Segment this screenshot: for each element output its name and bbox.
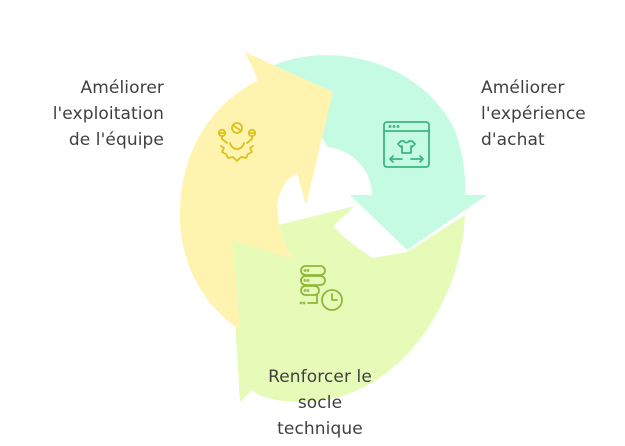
label-line: Améliorer: [80, 78, 164, 98]
label-line: l'expérience: [481, 104, 586, 124]
server-clock-icon: [299, 265, 343, 311]
label-line: socle: [297, 393, 343, 413]
arrow-yellow: [179, 52, 333, 330]
label-line: Renforcer le: [268, 367, 372, 387]
label-line: technique: [277, 419, 363, 439]
step-label-shopping: Améliorer l'expérience d'achat: [481, 75, 621, 153]
label-line: d'achat: [481, 130, 545, 150]
team-gear-icon: [217, 122, 257, 162]
browser-tshirt-icon: [383, 121, 430, 168]
step-label-technical: Renforcer le socle technique: [240, 364, 400, 442]
label-line: Améliorer: [481, 78, 565, 98]
label-line: de l'équipe: [68, 130, 164, 150]
label-line: l'exploitation: [52, 104, 164, 124]
step-label-team: Améliorer l'exploitation de l'équipe: [4, 75, 164, 153]
